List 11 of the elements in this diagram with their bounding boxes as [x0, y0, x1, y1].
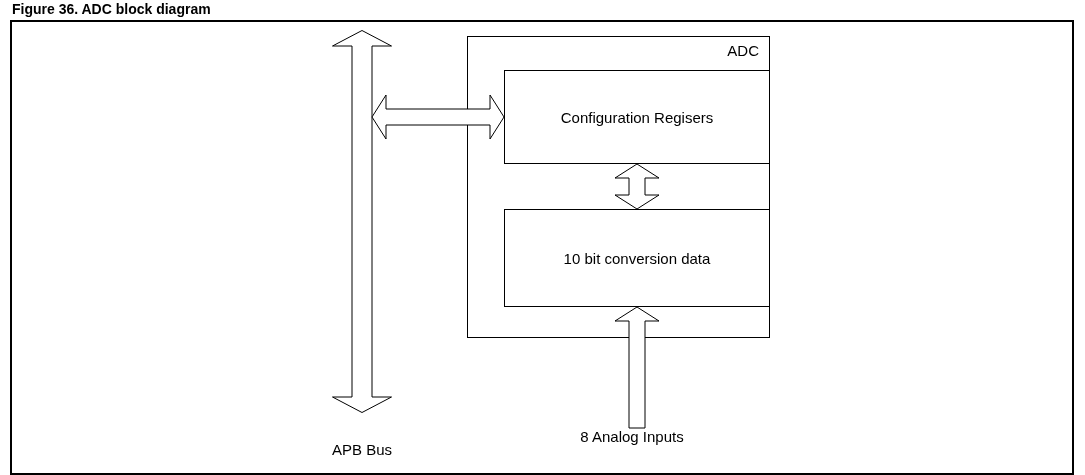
block-arrow	[371, 94, 505, 140]
block-arrow	[614, 306, 660, 429]
bus-label: APB Bus	[331, 441, 393, 458]
block-arrow	[614, 163, 660, 210]
adc-block	[467, 36, 770, 338]
figure-title: Figure 36. ADC block diagram	[12, 1, 211, 17]
block-title: ADC	[727, 42, 759, 59]
register-block: Configuration Regisers	[504, 70, 770, 164]
register-block: 10 bit conversion data	[504, 209, 770, 307]
input-label: 8 Analog Inputs	[562, 428, 702, 456]
bus-double-arrow	[332, 30, 392, 413]
